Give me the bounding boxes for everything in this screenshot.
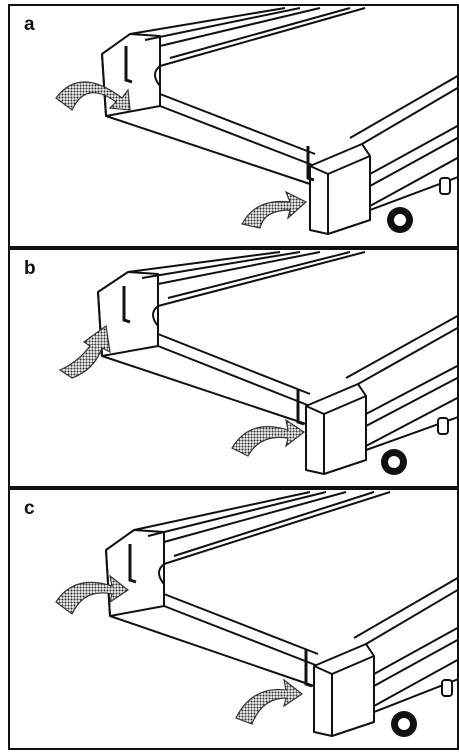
- rotate-arrow-icon: [232, 420, 304, 456]
- treadmill-drawing-a: [10, 6, 459, 248]
- rotate-arrow-icon: [236, 680, 302, 724]
- hex-key-icon: [306, 650, 312, 686]
- panel-a: a: [8, 4, 459, 248]
- treadmill-drawing-c: [10, 490, 459, 750]
- roller-wheel-icon: [391, 711, 417, 737]
- rotate-arrow-icon: [242, 192, 306, 228]
- roller-wheel-icon: [381, 449, 407, 475]
- panel-b: b: [8, 248, 459, 488]
- treadmill-drawing-b: [10, 250, 459, 488]
- roller-wheel-icon: [387, 207, 413, 233]
- panel-c: c: [8, 488, 459, 750]
- hex-key-icon: [298, 390, 304, 424]
